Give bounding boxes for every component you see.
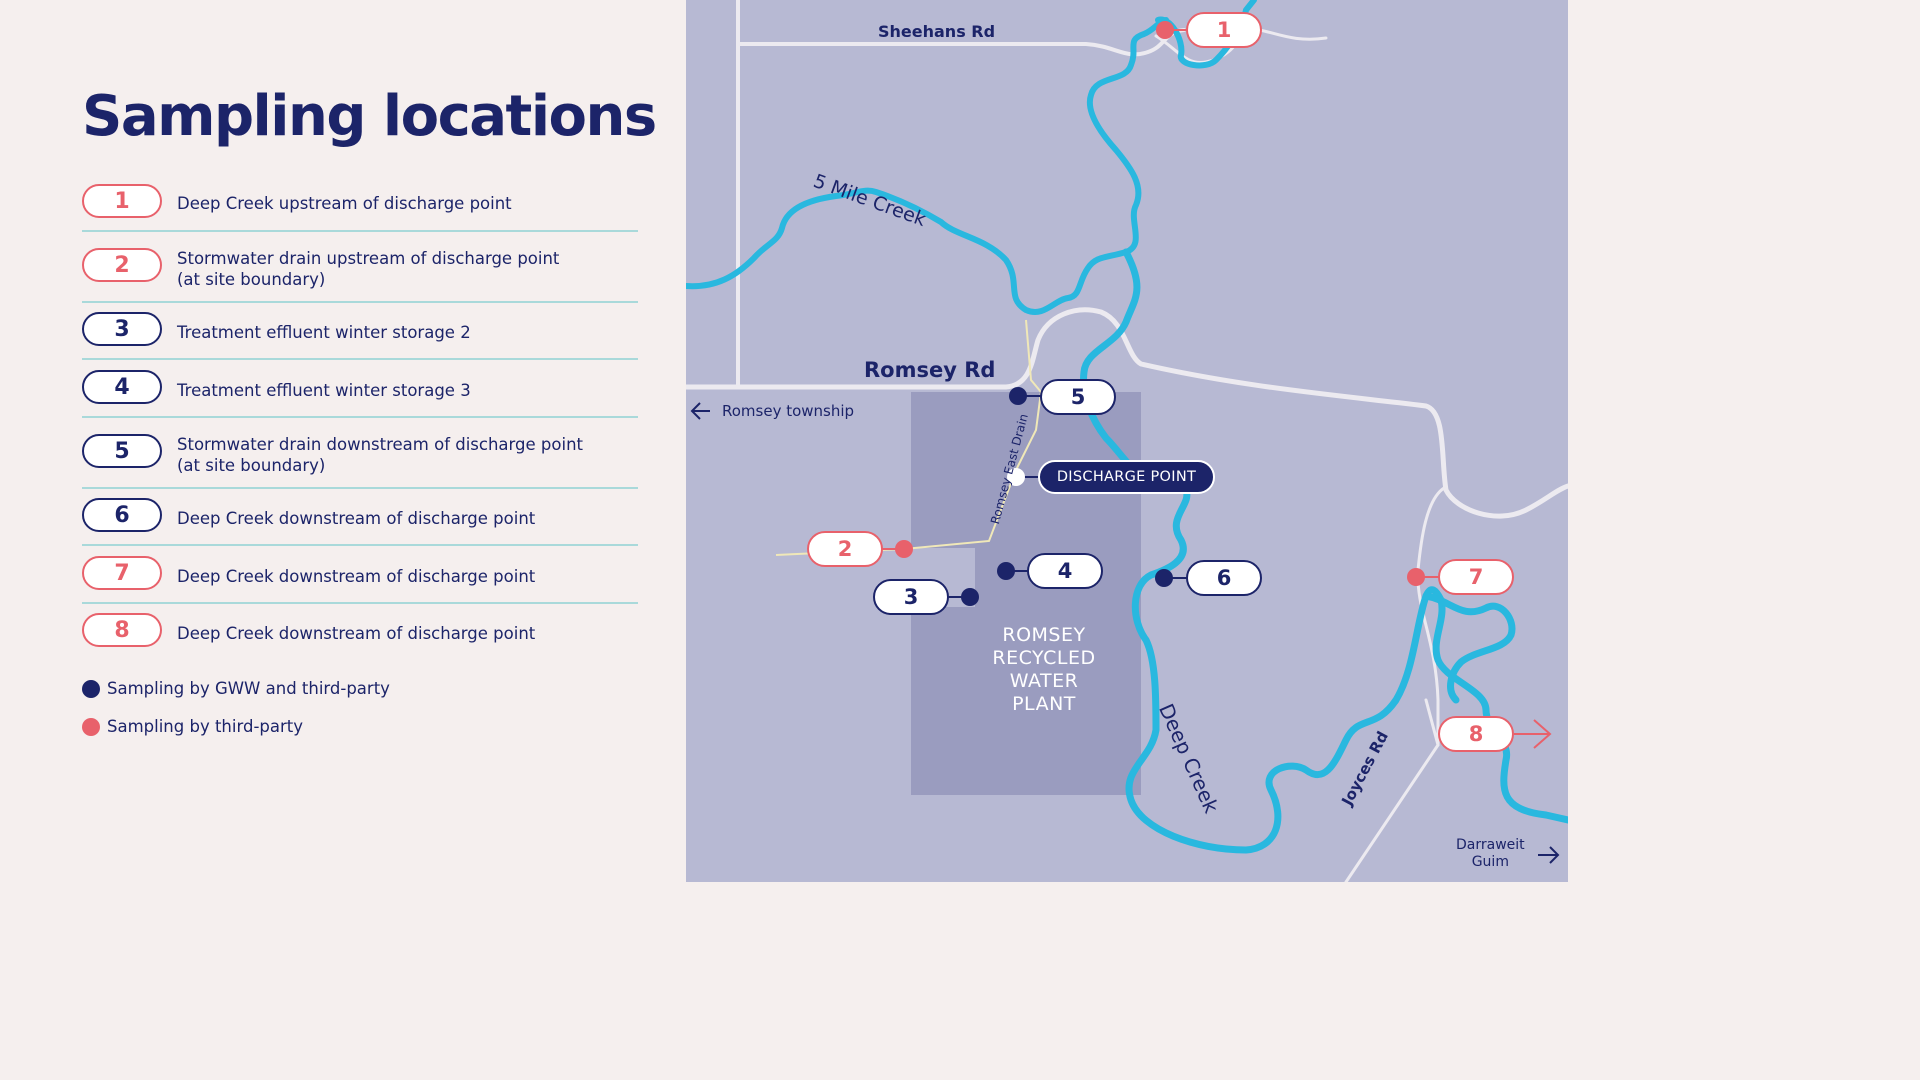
point-3-marker — [961, 588, 979, 606]
page-title: Sampling locations — [82, 84, 657, 149]
site-row-8: 8 Deep Creek downstream of discharge poi… — [82, 613, 638, 659]
site-badge-8: 8 — [82, 613, 162, 647]
arrow-8-icon — [1514, 719, 1552, 749]
site-description-2: Stormwater drain upstream of discharge p… — [177, 249, 560, 289]
site-row-4: 4 Treatment effluent winter storage 3 — [82, 370, 638, 418]
site-badge-6: 6 — [82, 498, 162, 532]
map-pill-8: 8 — [1438, 716, 1514, 752]
red-dot-icon — [82, 717, 100, 736]
site-row-7: 7 Deep Creek downstream of discharge poi… — [82, 556, 638, 604]
darraweit-label: Darraweit Guim — [1456, 837, 1525, 870]
navy-dot-icon — [82, 679, 100, 698]
point-7-marker — [1407, 568, 1425, 586]
site-row-3: 3 Treatment effluent winter storage 2 — [82, 312, 638, 360]
site-description-1: Deep Creek upstream of discharge point — [177, 194, 512, 213]
site-description-6: Deep Creek downstream of discharge point — [177, 509, 536, 528]
joyces-rd-north — [1424, 698, 1440, 747]
site-row-5: 5 Stormwater drain downstream of dischar… — [82, 434, 638, 489]
site-row-6: 6 Deep Creek downstream of discharge poi… — [82, 498, 638, 546]
point-5-marker — [1009, 387, 1027, 405]
site-description-8: Deep Creek downstream of discharge point — [177, 624, 536, 643]
site-row-1: 1 Deep Creek upstream of discharge point — [82, 184, 638, 232]
site-description-5: Stormwater drain downstream of discharge… — [177, 435, 583, 475]
deep-creek-loop-east — [1422, 592, 1516, 704]
site-description-3: Treatment effluent winter storage 2 — [177, 323, 471, 342]
site-description-7: Deep Creek downstream of discharge point — [177, 567, 536, 586]
deep-creek-line — [1080, 248, 1568, 854]
point-4-marker — [997, 562, 1015, 580]
site-badge-5: 5 — [82, 434, 162, 468]
plant-label: ROMSEY RECYCLED WATER PLANT — [992, 624, 1096, 715]
site-badge-4: 4 — [82, 370, 162, 404]
point-6-marker — [1155, 569, 1173, 587]
map-pill-7: 7 — [1438, 559, 1514, 595]
site-row-2: 2 Stormwater drain upstream of discharge… — [82, 248, 638, 303]
map-pill-6: 6 — [1186, 560, 1262, 596]
legend-panel: Sampling locations 1 Deep Creek upstream… — [0, 0, 686, 882]
map-graphics — [686, 0, 1568, 882]
plant-notch — [911, 548, 975, 582]
site-badge-1: 1 — [82, 184, 162, 218]
township-label: Romsey township — [722, 402, 855, 420]
map-pill-2: 2 — [807, 531, 883, 567]
legend-third: Sampling by third-party — [82, 717, 303, 736]
romsey-rd-label: Romsey Rd — [864, 358, 996, 382]
legend-third-label: Sampling by third-party — [107, 717, 303, 736]
arrow-left-icon — [690, 402, 710, 420]
discharge-point-label: DISCHARGE POINT — [1038, 460, 1215, 494]
legend-gww: Sampling by GWW and third-party — [82, 679, 390, 698]
arrow-right-icon — [1538, 846, 1560, 864]
site-badge-3: 3 — [82, 312, 162, 346]
map-pill-4: 4 — [1027, 553, 1103, 589]
site-badge-2: 2 — [82, 248, 162, 282]
map-pill-5: 5 — [1040, 379, 1116, 415]
site-badge-7: 7 — [82, 556, 162, 590]
point-1-marker — [1156, 21, 1174, 39]
joyces-rd-line — [1344, 486, 1446, 882]
discharge-point-marker — [1007, 468, 1025, 486]
site-description-4: Treatment effluent winter storage 3 — [177, 381, 471, 400]
point-2-marker — [895, 540, 913, 558]
romsey-rd-line — [686, 307, 1568, 519]
east-drain-line — [775, 319, 1043, 556]
map-pill-1: 1 — [1186, 12, 1262, 48]
map-pill-3: 3 — [873, 579, 949, 615]
sheehans-rd-label: Sheehans Rd — [878, 22, 996, 41]
legend-gww-label: Sampling by GWW and third-party — [107, 679, 390, 698]
map: Sheehans Rd Romsey Rd Joyces Rd 5 Mile C… — [686, 0, 1568, 882]
five-mile-creek-line — [686, 17, 1169, 315]
